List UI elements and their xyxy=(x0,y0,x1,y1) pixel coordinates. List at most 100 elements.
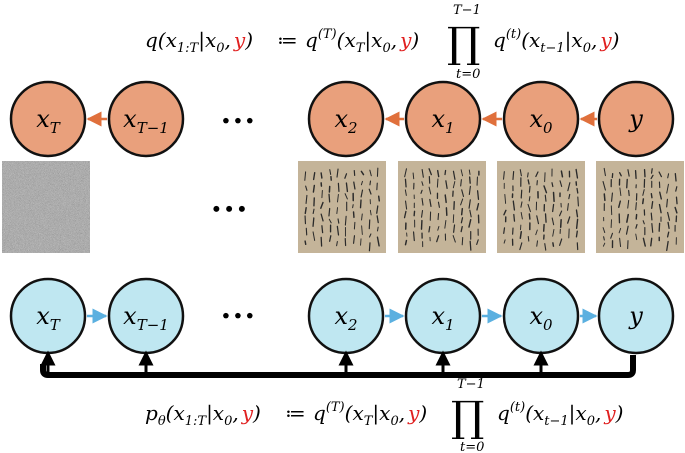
ink-stroke xyxy=(627,169,630,177)
ink-stroke xyxy=(305,185,308,191)
svg-text:q(T)(xT|x0,y): q(T)(xT|x0,y) xyxy=(305,27,419,56)
ink-stroke xyxy=(619,237,622,248)
top-formula: q(x1:T|x0,y) ≔ q(T)(xT|x0,y) T−1 ∏ t=0 q… xyxy=(145,3,619,82)
ink-stroke xyxy=(404,239,408,246)
ink-stroke xyxy=(312,208,315,214)
noise-texture xyxy=(2,161,90,253)
ink-stroke xyxy=(512,171,515,181)
svg-text:q(t)(xt−1|x0,y): q(t)(xt−1|x0,y) xyxy=(497,400,623,429)
ink-stroke xyxy=(428,186,432,195)
ink-stroke xyxy=(519,169,522,177)
ink-stroke xyxy=(304,207,307,215)
forward-node-label: xT−1 xyxy=(123,105,169,137)
ink-stroke xyxy=(602,227,606,234)
ink-stroke xyxy=(575,230,578,238)
ink-stroke xyxy=(642,189,645,196)
forward-node-label: x1 xyxy=(431,105,454,137)
ink-stroke xyxy=(552,191,555,203)
ink-stroke xyxy=(412,172,415,180)
ink-stroke xyxy=(576,187,579,194)
reverse-node-1: xT−1 xyxy=(107,277,185,355)
ink-stroke xyxy=(421,197,424,206)
ink-stroke xyxy=(651,222,654,233)
ink-stroke xyxy=(560,170,564,178)
ink-stroke xyxy=(337,182,340,193)
svg-text:q(x1:T|x0,y): q(x1:T|x0,y) xyxy=(145,28,253,56)
ink-stroke xyxy=(404,178,407,188)
forward-node-circle xyxy=(107,80,185,158)
ink-stroke xyxy=(353,181,356,190)
ink-stroke xyxy=(476,202,480,211)
ink-stroke xyxy=(369,209,372,216)
ink-stroke xyxy=(512,200,516,211)
paper-background xyxy=(298,161,386,253)
forward-node-0: xT xyxy=(9,80,87,158)
ink-stroke xyxy=(559,238,563,246)
ink-stroke xyxy=(543,185,548,194)
ink-stroke xyxy=(618,227,622,234)
ink-stroke xyxy=(436,169,440,178)
assign-symbol: ≔ xyxy=(277,28,298,52)
forward-node-1: xT−1 xyxy=(107,80,185,158)
image-row: ⋅⋅⋅ xyxy=(2,161,684,253)
ink-stroke xyxy=(650,168,653,174)
ink-stroke xyxy=(444,220,447,229)
bottom-formula: pθ(x1:T|x0,y) ≔ q(T)(xT|x0,y) T−1 ∏ t=0 … xyxy=(145,377,623,453)
forward-node-circle xyxy=(597,80,675,158)
reverse-node-5: y xyxy=(597,277,675,355)
image-ellipsis: ⋅⋅⋅ xyxy=(210,190,248,228)
ink-stroke xyxy=(628,189,630,197)
forward-node-label: xT xyxy=(36,105,61,137)
prod-upper: T−1 xyxy=(453,3,481,18)
ink-stroke xyxy=(404,168,407,178)
ink-stroke xyxy=(603,236,605,241)
ink-stroke xyxy=(344,173,348,179)
ink-stroke xyxy=(476,190,480,200)
bottom-prod-lower: t=0 xyxy=(460,440,484,453)
ink-stroke xyxy=(642,198,645,205)
ink-stroke xyxy=(503,239,506,244)
ink-stroke xyxy=(412,231,415,242)
ink-stroke xyxy=(635,233,638,241)
manuscript-image xyxy=(298,161,386,253)
ink-stroke xyxy=(437,201,440,208)
forward-node-5: y xyxy=(597,80,675,158)
ink-stroke xyxy=(536,240,538,247)
ink-stroke xyxy=(377,195,381,202)
ink-stroke xyxy=(627,199,630,209)
ink-stroke xyxy=(618,172,622,177)
ink-stroke xyxy=(336,168,339,178)
svg-text:q(T)(xT|x0,y): q(T)(xT|x0,y) xyxy=(313,400,427,429)
ink-stroke xyxy=(321,225,324,234)
ink-stroke xyxy=(626,213,629,223)
ink-stroke xyxy=(429,198,432,207)
ink-stroke xyxy=(513,213,516,222)
paper-background xyxy=(596,161,684,253)
ink-stroke xyxy=(344,215,347,226)
ink-stroke xyxy=(611,192,613,202)
ink-stroke xyxy=(651,200,654,209)
ink-stroke xyxy=(376,226,379,232)
ink-stroke xyxy=(536,215,540,225)
ink-stroke xyxy=(567,182,571,192)
ink-stroke xyxy=(337,218,340,224)
ink-stroke xyxy=(328,207,331,217)
ink-stroke xyxy=(575,168,579,179)
ink-stroke xyxy=(376,215,379,224)
forward-ellipsis: ⋅⋅⋅ xyxy=(220,104,256,139)
ink-stroke xyxy=(619,187,622,197)
ink-stroke xyxy=(329,169,332,175)
ink-stroke xyxy=(527,203,531,213)
reverse-node-circle xyxy=(597,277,675,355)
ink-stroke xyxy=(428,168,432,176)
ink-stroke xyxy=(519,242,523,251)
ink-stroke xyxy=(460,207,464,216)
ink-stroke xyxy=(666,231,670,238)
ink-stroke xyxy=(312,184,316,193)
ink-stroke xyxy=(359,199,362,209)
prod-lower: t=0 xyxy=(456,67,480,82)
ink-stroke xyxy=(312,172,316,181)
ink-stroke xyxy=(428,225,431,233)
ink-stroke xyxy=(468,199,471,209)
